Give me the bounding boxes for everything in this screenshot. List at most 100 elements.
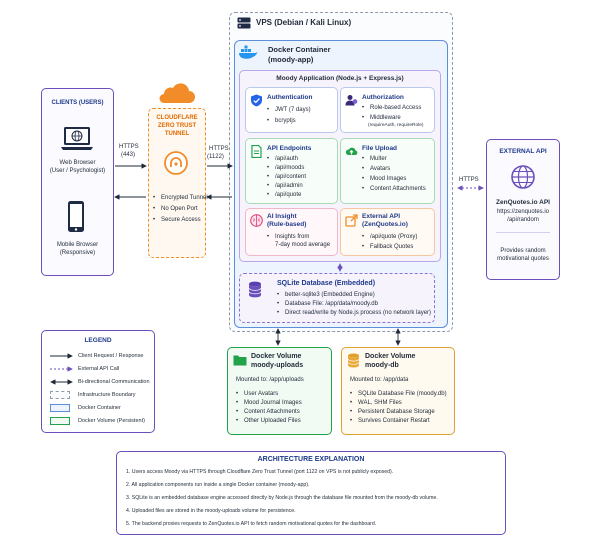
sqlite-item-direct: Direct read/write by Node.js process (no… — [277, 309, 431, 318]
docker-whale-icon — [239, 45, 258, 59]
shield-check-icon — [251, 94, 262, 107]
external-link-icon — [345, 214, 358, 227]
upload-item-attachments: Content Attachments — [362, 185, 426, 194]
endpoint-content: /api/content — [267, 173, 306, 182]
ai-insight-title-1: AI Insight — [267, 213, 297, 220]
web-browser-sub: (User / Psychologist) — [49, 168, 106, 174]
cloudflare-title-2: ZERO TRUST — [157, 123, 197, 129]
volume-uploads-title-1: Docker Volume — [251, 353, 302, 360]
https-1122-port: (1122) — [207, 154, 224, 160]
authentication-title: Authentication — [267, 94, 313, 101]
uploads-item-avatars: User Avatars — [236, 390, 302, 399]
endpoint-admin: /api/admin — [267, 182, 306, 191]
db-item-wal: WAL, SHM Files — [350, 399, 447, 408]
authz-item-middleware: Middleware — [362, 114, 421, 123]
https-443-label: HTTPS — [119, 144, 139, 150]
laptop-icon — [61, 127, 93, 150]
user-group-icon — [345, 95, 358, 106]
upload-item-multer: Multer — [362, 155, 426, 164]
api-endpoints-title: API Endpoints — [267, 145, 312, 152]
cloudflare-tunnel-panel — [148, 108, 206, 258]
authentication-items: JWT (7 days) bcryptjs — [267, 106, 311, 126]
auth-item-bcrypt: bcryptjs — [267, 117, 311, 126]
authorization-title: Authorization — [362, 94, 404, 101]
external-api-module-title-2: (ZenQuotes.io) — [362, 221, 408, 228]
clients-title: CLIENTS (USERS) — [51, 100, 104, 106]
file-upload-items: Multer Avatars Mood Images Content Attac… — [362, 155, 426, 194]
file-upload-title: File Upload — [362, 145, 398, 152]
legend-swatch-container — [50, 404, 70, 412]
cloud-upload-icon — [345, 147, 358, 155]
authz-item-rbac: Role-based Access — [362, 104, 421, 113]
legend-item-bidirectional: Bi-directional Communication — [78, 379, 150, 385]
zenquotes-name: ZenQuotes.io API — [496, 199, 550, 206]
uploads-item-mood-images: Mood Journal Images — [236, 399, 302, 408]
docker-container-title: Docker Container — [268, 45, 331, 54]
legend-item-external: External API Call — [78, 366, 120, 372]
https-external-label: HTTPS — [459, 177, 479, 183]
uploads-item-other: Other Uploaded Files — [236, 417, 302, 426]
legend-item-container: Docker Container — [78, 405, 121, 411]
volume-db-items: SQLite Database File (moody.db) WAL, SHM… — [350, 390, 447, 426]
cloudflare-title-3: TUNNEL — [164, 131, 190, 137]
explanation-item-2: 2. All application components run inside… — [126, 482, 310, 488]
brain-icon — [250, 214, 263, 227]
feature-no-open-port: No Open Port — [153, 205, 205, 214]
auth-item-jwt: JWT (7 days) — [267, 106, 311, 115]
ai-insight-title-2: (Rule-based) — [267, 221, 307, 228]
https-1122-label: HTTPS — [209, 146, 229, 152]
feature-encrypted-tunnel: Encrypted Tunnel — [153, 194, 208, 203]
upload-item-avatars: Avatars — [362, 165, 426, 174]
ai-insight-items: Insights from — [267, 233, 309, 242]
explanation-item-4: 4. Uploaded files are stored in the mood… — [126, 508, 296, 514]
external-api-module-items: /api/quote (Proxy) Fallback Quotes — [362, 233, 417, 252]
mobile-browser-sub: (Responsive) — [59, 250, 96, 256]
zenquotes-url-2: /api/random — [507, 217, 539, 223]
mobile-phone-icon — [68, 201, 84, 232]
explanation-item-5: 5. The backend proxies requests to ZenQu… — [126, 521, 377, 527]
cloudflare-features: Encrypted Tunnel No Open Port Secure Acc… — [153, 194, 208, 225]
explanation-item-3: 3. SQLite is an embedded database engine… — [126, 495, 438, 501]
sqlite-item-engine: better-sqlite3 (Embedded Engine) — [277, 291, 431, 300]
vps-title: VPS (Debian / Kali Linux) — [256, 18, 352, 27]
zenquotes-desc-1: Provides random — [500, 248, 546, 254]
https-443-port: (443) — [121, 152, 136, 158]
database-volume-icon — [347, 353, 360, 368]
legend-swatch-volume — [50, 417, 70, 425]
sqlite-title: SQLite Database (Embedded) — [277, 280, 376, 287]
mobile-browser-label: Mobile Browser — [56, 242, 99, 248]
explanation-item-1: 1. Users access Moody via HTTPS through … — [126, 469, 394, 475]
explanation-box — [116, 451, 506, 535]
db-item-survives: Survives Container Restart — [350, 417, 447, 426]
uploads-item-attachments: Content Attachments — [236, 408, 302, 417]
legend-swatch-infrastructure — [50, 391, 70, 399]
server-icon — [237, 17, 251, 29]
ext-item-fallback: Fallback Quotes — [362, 243, 417, 252]
globe-icon — [511, 165, 535, 189]
database-icon — [248, 281, 262, 298]
legend-item-infrastructure: Infrastructure Boundary — [78, 392, 136, 398]
ai-item-average: 7-day mood average — [275, 242, 331, 248]
document-icon — [251, 145, 262, 158]
cloud-icon — [159, 83, 195, 103]
endpoint-quote: /api/quote — [267, 191, 306, 200]
authz-item-middleware-detail: (requireAuth, requireRole) — [368, 123, 424, 128]
legend-item-volume: Docker Volume (Persistent) — [78, 418, 145, 424]
volume-uploads-mount: Mounted to: /app/uploads — [236, 377, 304, 383]
endpoint-moods: /api/moods — [267, 164, 306, 173]
moody-app-title: Moody Application (Node.js + Express.js) — [276, 75, 404, 82]
zenquotes-url-1: https://zenquotes.io — [496, 209, 550, 215]
feature-secure-access: Secure Access — [153, 216, 205, 225]
tunnel-shield-icon — [164, 151, 188, 175]
authorization-items: Role-based Access Middleware — [362, 104, 421, 123]
volume-uploads-items: User Avatars Mood Journal Images Content… — [236, 390, 302, 426]
sqlite-item-file: Database File: /app/data/moody.db — [277, 300, 431, 309]
volume-db-mount: Mounted to: /app/data — [350, 377, 409, 383]
web-browser-label: Web Browser — [59, 160, 96, 166]
docker-container-subtitle: (moody-app) — [268, 55, 314, 64]
legend-item-request: Client Request / Response — [78, 353, 144, 359]
cloudflare-title-1: CLOUDFLARE — [156, 115, 198, 121]
zenquotes-desc-2: motivational quotes — [497, 256, 549, 262]
volume-uploads-title-2: moody-uploads — [251, 362, 304, 369]
upload-item-mood-images: Mood Images — [362, 175, 426, 184]
